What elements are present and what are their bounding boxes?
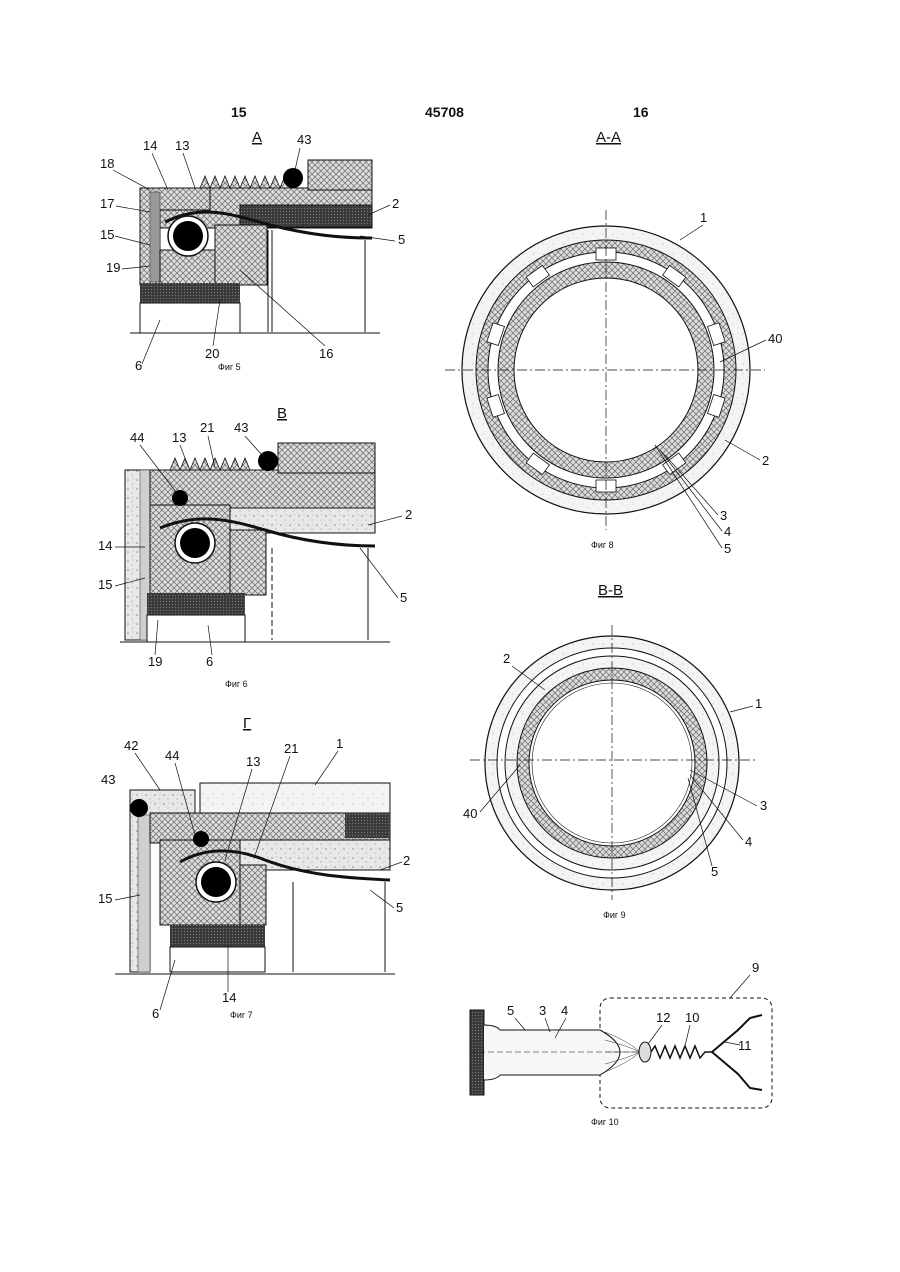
label-2: 2: [405, 507, 412, 522]
label-21: 21: [200, 420, 214, 435]
label-43: 43: [234, 420, 248, 435]
label-16: 16: [319, 346, 333, 361]
label-19: 19: [148, 654, 162, 669]
section-label-aa: A-A: [596, 129, 621, 146]
label-5: 5: [724, 541, 731, 556]
label-18: 18: [100, 156, 114, 171]
label-40: 40: [463, 806, 477, 821]
label-1: 1: [755, 696, 762, 711]
label-10: 10: [685, 1010, 699, 1025]
section-label-b: B: [277, 405, 287, 422]
label-2: 2: [403, 853, 410, 868]
label-4: 4: [724, 524, 731, 539]
label-5: 5: [398, 232, 405, 247]
label-19: 19: [106, 260, 120, 275]
figure-7-caption: Фиг 7: [230, 1010, 253, 1020]
label-9: 9: [752, 960, 759, 975]
label-12: 12: [656, 1010, 670, 1025]
section-label-g: Г: [243, 715, 251, 732]
figure-9-caption: Фиг 9: [603, 910, 626, 920]
label-2: 2: [762, 453, 769, 468]
label-42: 42: [124, 738, 138, 753]
figure-6: B 44 13 21 43 2 14 15 5 19 6 Фиг 6: [98, 405, 412, 689]
label-43: 43: [297, 132, 311, 147]
label-5: 5: [711, 864, 718, 879]
label-5: 5: [396, 900, 403, 915]
label-3: 3: [539, 1003, 546, 1018]
label-3: 3: [760, 798, 767, 813]
label-15: 15: [98, 891, 112, 906]
label-44: 44: [165, 748, 179, 763]
figure-8: A-A 1 40 2 3 4 5 Фиг 8: [445, 129, 782, 556]
label-3: 3: [720, 508, 727, 523]
label-13: 13: [172, 430, 186, 445]
label-14: 14: [222, 990, 236, 1005]
figure-9: B-B 2 1 40 3 4 5 Фиг 9: [463, 582, 767, 920]
label-11: 11: [738, 1038, 752, 1053]
label-43: 43: [101, 772, 115, 787]
label-2: 2: [392, 196, 399, 211]
figure-7: Г 42 44 13 21 1 43 2 15 5 6 14 Фиг 7: [98, 715, 410, 1021]
figure-6-caption: Фиг 6: [225, 679, 248, 689]
label-1: 1: [700, 210, 707, 225]
label-20: 20: [205, 346, 219, 361]
label-17: 17: [100, 196, 114, 211]
figure-10-caption: Фиг 10: [591, 1117, 619, 1127]
label-15: 15: [100, 227, 114, 242]
label-21: 21: [284, 741, 298, 756]
label-2: 2: [503, 651, 510, 666]
figure-8-caption: Фиг 8: [591, 540, 614, 550]
label-6: 6: [152, 1006, 159, 1021]
figure-5-caption: Фиг 5: [218, 362, 241, 372]
label-13: 13: [246, 754, 260, 769]
label-5: 5: [507, 1003, 514, 1018]
figure-10: 9 5 3 4 12 10 11 Фиг 10: [470, 960, 772, 1127]
label-1: 1: [336, 736, 343, 751]
figure-5: A 18 14 13 43 17 2 15 5 19 6 20 16: [100, 129, 405, 373]
label-40: 40: [768, 331, 782, 346]
label-6: 6: [206, 654, 213, 669]
label-14: 14: [143, 138, 157, 153]
section-label-bb: B-B: [598, 582, 623, 599]
label-4: 4: [561, 1003, 568, 1018]
label-4: 4: [745, 834, 752, 849]
label-15: 15: [98, 577, 112, 592]
label-6: 6: [135, 358, 142, 373]
label-13: 13: [175, 138, 189, 153]
label-14: 14: [98, 538, 112, 553]
section-label-a: A: [252, 129, 262, 146]
label-44: 44: [130, 430, 144, 445]
label-5: 5: [400, 590, 407, 605]
